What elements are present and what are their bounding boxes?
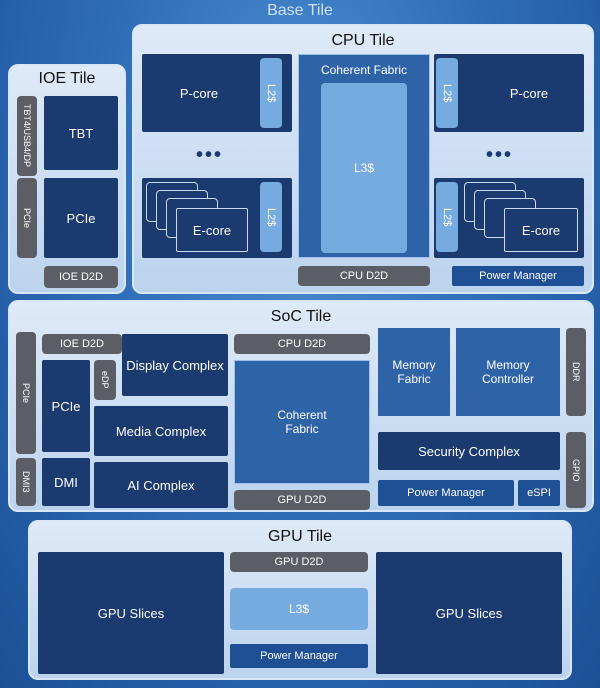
gpu-power-manager: Power Manager: [230, 644, 368, 668]
soc-dmi3-port: DMI3: [16, 458, 36, 506]
security-complex: Security Complex: [378, 432, 560, 470]
soc-pcie-port: PCIe: [16, 332, 36, 454]
gpio-port: GPIO: [566, 432, 586, 508]
pcore-right: P-core: [434, 54, 584, 132]
cpu-tile: CPU Tile P-core L2$ ••• E-core L2$ Coher…: [132, 24, 594, 294]
ellipsis-right: •••: [486, 144, 514, 166]
ioe-pcie-block: PCIe: [44, 178, 118, 258]
memory-controller: Memory Controller: [456, 328, 560, 416]
memory-fabric: Memory Fabric: [378, 328, 450, 416]
cpu-tile-title: CPU Tile: [331, 32, 395, 49]
l2-cache-left-p: L2$: [260, 58, 282, 128]
base-tile-title: Base Tile: [267, 2, 333, 19]
ai-complex: AI Complex: [94, 462, 228, 508]
soc-cpu-d2d: CPU D2D: [234, 334, 370, 354]
l2-cache-left-e: L2$: [260, 182, 282, 252]
gpu-l3-cache: L3$: [230, 588, 368, 630]
gpu-slices-left: GPU Slices: [38, 552, 224, 674]
ddr-port: DDR: [566, 328, 586, 416]
l3-cache: L3$: [321, 83, 407, 253]
gpu-tile-title: GPU Tile: [267, 528, 332, 545]
cpu-coherent-fabric: Coherent Fabric L3$: [298, 54, 430, 258]
ecore-left-front: E-core: [176, 208, 248, 252]
espi-block: eSPI: [518, 480, 560, 506]
soc-pcie-block: PCIe: [42, 360, 90, 452]
l2-cache-right-e: L2$: [436, 182, 458, 252]
ioe-tbt-block: TBT: [44, 96, 118, 170]
soc-power-manager: Power Manager: [378, 480, 514, 506]
ioe-tile: IOE Tile TBT4/USB4/DP TBT PCIe PCIe IOE …: [8, 64, 126, 294]
ioe-d2d: IOE D2D: [44, 266, 118, 288]
soc-edp-port: eDP: [94, 360, 116, 400]
l2-cache-right-p: L2$: [436, 58, 458, 128]
cpu-fabric-label: Coherent Fabric: [320, 63, 408, 77]
display-complex: Display Complex: [122, 334, 228, 396]
soc-ioe-d2d: IOE D2D: [42, 334, 122, 354]
cpu-d2d: CPU D2D: [298, 266, 430, 286]
soc-tile: SoC Tile PCIe DMI3 IOE D2D PCIe eDP DMI …: [8, 300, 594, 512]
ioe-tile-title: IOE Tile: [38, 70, 96, 87]
soc-coherent-fabric: Coherent Fabric: [234, 360, 370, 484]
soc-tile-title: SoC Tile: [270, 308, 332, 325]
cpu-power-manager: Power Manager: [452, 266, 584, 286]
gpu-d2d: GPU D2D: [230, 552, 368, 572]
soc-gpu-d2d: GPU D2D: [234, 490, 370, 510]
media-complex: Media Complex: [94, 406, 228, 456]
gpu-slices-right: GPU Slices: [376, 552, 562, 674]
soc-dmi-block: DMI: [42, 458, 90, 506]
ellipsis-left: •••: [196, 144, 224, 166]
ecore-right-front: E-core: [504, 208, 578, 252]
ioe-tbt-ports: TBT4/USB4/DP: [17, 96, 37, 176]
gpu-tile: GPU Tile GPU Slices GPU D2D L3$ Power Ma…: [28, 520, 572, 680]
ioe-pcie-port: PCIe: [17, 178, 37, 258]
